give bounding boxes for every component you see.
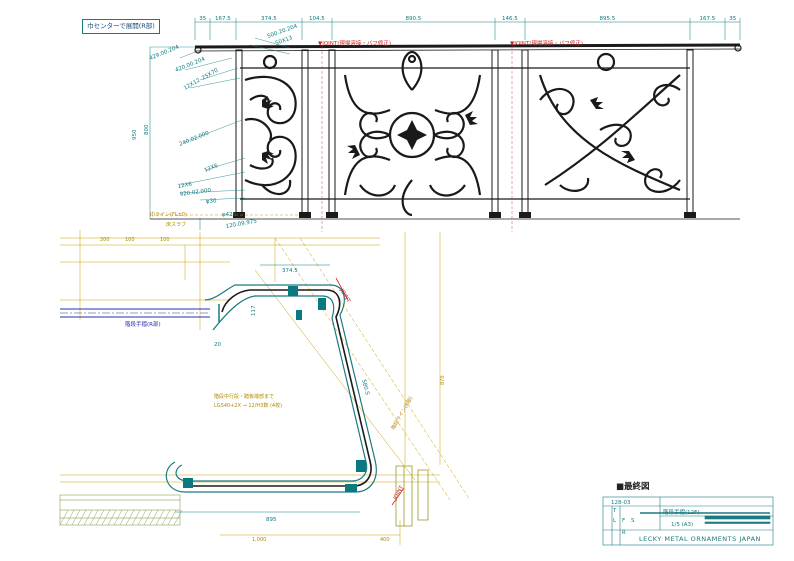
left-spec-8: φ30 xyxy=(206,198,218,205)
hatch-line xyxy=(71,509,81,526)
plan-dim-2: 100 xyxy=(160,237,170,243)
top-dim-3: 104.5 xyxy=(309,16,325,22)
top-dim-0: 35 xyxy=(199,16,206,22)
plan-center-note-2: LGS40+2X → 12/H3数 (4枚) xyxy=(214,402,282,409)
plan-dim-20: 20 xyxy=(214,342,221,348)
top-dim-6: 895.5 xyxy=(600,16,616,22)
hatch-line xyxy=(137,509,147,526)
left-spec-1: 420.00.204 xyxy=(175,56,207,74)
title-block-frame xyxy=(602,496,774,546)
grid-letter-f: F xyxy=(622,518,626,524)
hatch-line xyxy=(161,509,171,526)
top-dim-5: 146.5 xyxy=(502,16,518,22)
hatch-line xyxy=(125,509,135,526)
plan-dim-1000: 1,000 xyxy=(252,537,266,543)
hatch-line xyxy=(101,509,111,526)
grid-letter-s: S xyxy=(631,518,635,524)
plan-dim-117: 117 xyxy=(251,305,257,316)
bottom-spec-1: 120.09.975 xyxy=(225,219,258,230)
plan-joint-2: JOINT xyxy=(392,484,406,501)
plan-dim-1: 100 xyxy=(125,237,135,243)
drawing-name: 階段手摺(12F) xyxy=(663,510,700,516)
company-name: LECKY METAL ORNAMENTS JAPAN xyxy=(639,535,761,543)
grid-letter-l: L xyxy=(613,518,617,524)
hatch-line xyxy=(149,509,159,526)
hatch-line xyxy=(59,509,69,526)
hatch-line xyxy=(155,509,165,526)
plan-handrail-note: 階段手摺(R部) xyxy=(125,320,161,328)
hatch-line xyxy=(95,509,105,526)
plan-dim-374: 374.5 xyxy=(282,268,298,274)
hatch-line xyxy=(167,509,177,526)
grid-letter-t: T xyxy=(613,508,617,514)
hatch-line xyxy=(65,509,75,526)
plan-diag-note: 階段ライン(R部) xyxy=(390,395,415,431)
hatch-line xyxy=(77,509,87,526)
top-dim-7: 167.5 xyxy=(700,16,716,22)
top-dim-8: 35 xyxy=(729,16,736,22)
left-spec-3: 12X12 xyxy=(183,78,201,92)
hatch-line xyxy=(131,509,141,526)
right-spec-1: 50X13 xyxy=(275,35,294,47)
header-tag: 巾センターで展開(R部) xyxy=(82,19,160,34)
plan-view: 200 100 100 870 階段ライン(R部) 階段中行段・踏板端部まで L… xyxy=(59,230,471,545)
drawing-scale: 1/5 (A3) xyxy=(671,522,694,528)
grid-letter-r: R xyxy=(622,530,626,536)
plan-dim-400: 400 xyxy=(380,537,390,543)
plan-center-note-1: 階段中行段・踏板端部まで xyxy=(214,393,274,400)
final-drawing-title: ■最終図 xyxy=(616,482,650,492)
hatch-line xyxy=(119,509,129,526)
hatch-line xyxy=(83,509,93,526)
floor-label-fl: 巾ライン(FL±0) xyxy=(150,211,187,218)
floor-label-slab: 床スラブ xyxy=(166,221,186,228)
title-block: 128-03 階段手摺(12F) 1/5 (A3) LECKY METAL OR… xyxy=(603,497,773,545)
top-dim-4: 890.5 xyxy=(406,16,422,22)
hatch-line xyxy=(107,509,117,526)
hatch-line xyxy=(143,509,153,526)
joint-label-1: ▼JOINT(現場溶接・バフ修正) xyxy=(318,39,391,47)
plan-dim-0: 200 xyxy=(100,237,110,243)
bottom-spec-0: φ426 xyxy=(222,212,237,218)
hatch-line xyxy=(113,509,123,526)
plan-dim-580: 580.5 xyxy=(360,379,370,396)
joint-label-2: ▼JOINT(現場溶接・バフ修正) xyxy=(510,39,583,47)
top-dim-1: 167.5 xyxy=(215,16,231,22)
hatch-line xyxy=(173,509,183,526)
left-spec-6: 12X6 xyxy=(177,181,193,189)
height-dim-inner: 800 xyxy=(144,124,150,135)
height-dim: 950 xyxy=(132,129,138,140)
plan-dim-895: 895 xyxy=(266,517,277,523)
drawing-number: 128-03 xyxy=(611,500,631,506)
left-spec-7: 920.02.000 xyxy=(179,188,212,198)
hatch-line xyxy=(89,509,99,526)
left-spec-5: 12X6 xyxy=(204,163,220,174)
plan-dim-870: 870 xyxy=(440,375,446,385)
elevation-view: 35 167.5 374.5 104.5 890.5 146.5 895.5 167.5 35 xyxy=(132,16,742,232)
top-dim-2: 374.5 xyxy=(261,16,277,22)
left-spec-4: 240.02.000 xyxy=(179,130,211,148)
